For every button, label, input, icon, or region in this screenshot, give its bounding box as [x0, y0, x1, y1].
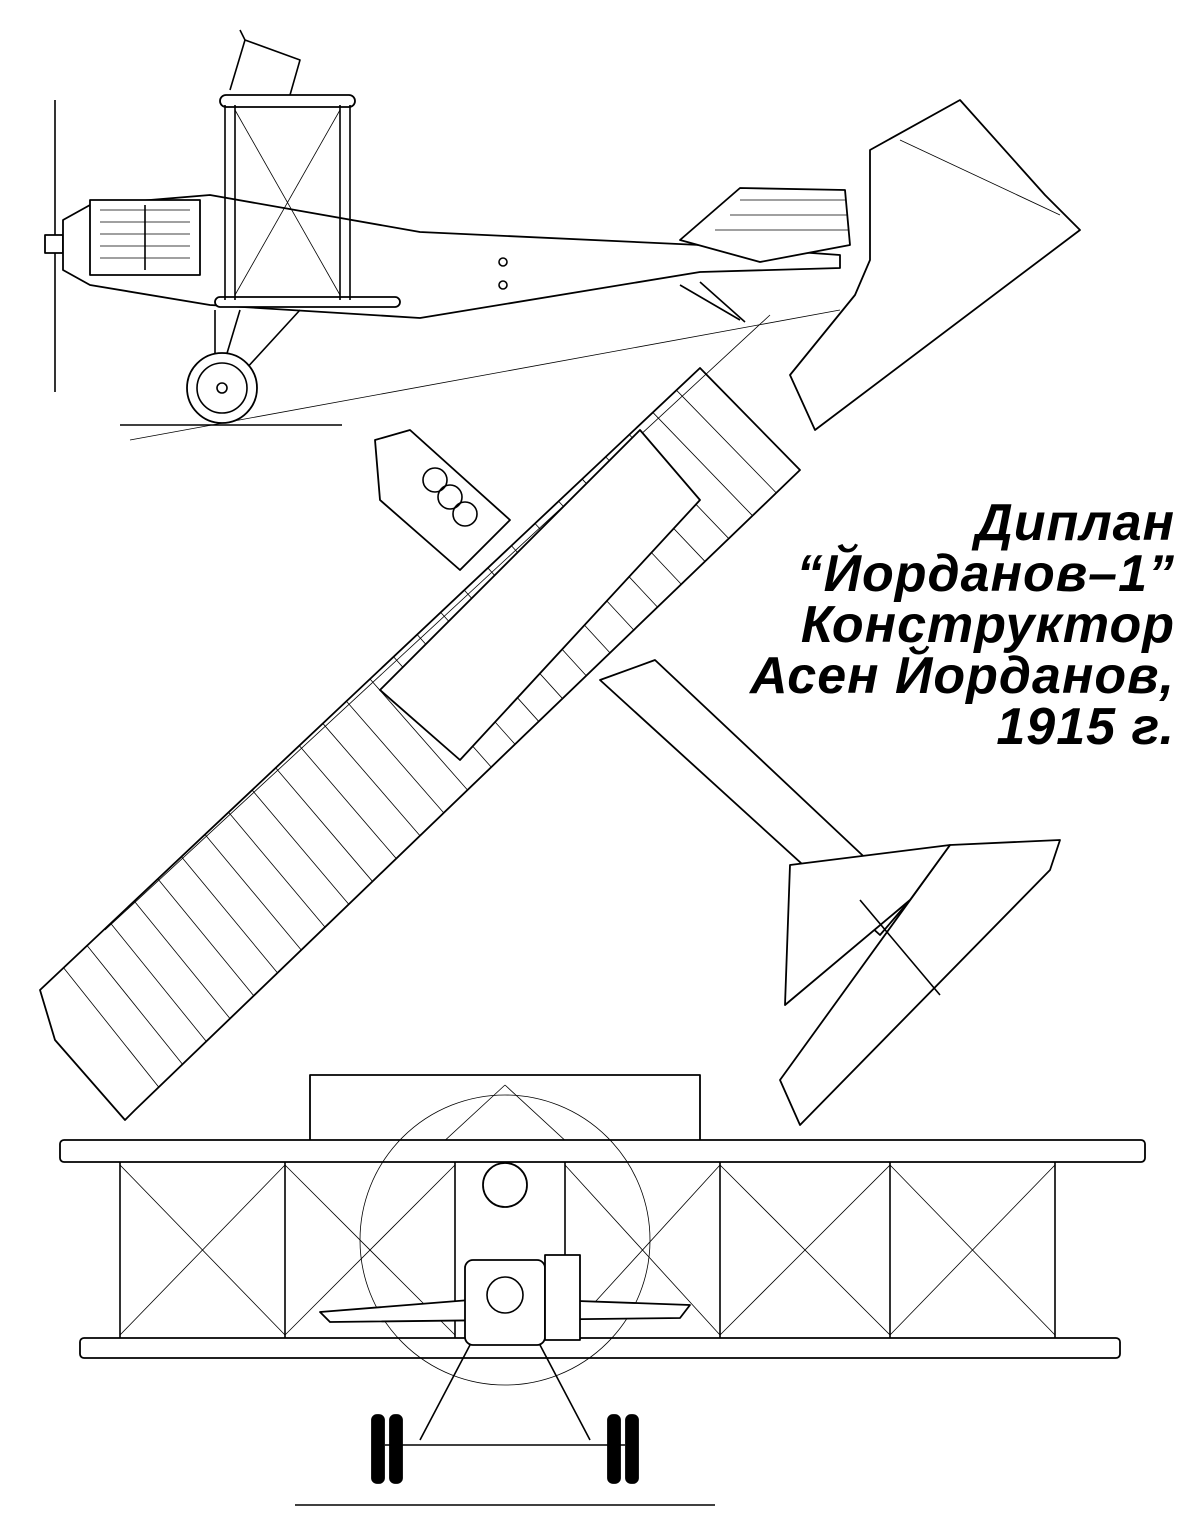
radiator-grille — [100, 205, 190, 270]
wing-rib — [251, 789, 350, 905]
plan-view — [39, 99, 1081, 1126]
wing-rib — [181, 856, 278, 974]
wing-rib — [346, 700, 445, 814]
caption-aircraft-name: “Йорданов–1” — [796, 545, 1175, 603]
wing-rib — [133, 900, 231, 1019]
wing-rib — [86, 945, 183, 1065]
caption-designer-name: Асен Йорданов, — [750, 647, 1175, 705]
bracing-wire — [284, 1164, 456, 1336]
bracing-wire — [719, 1164, 891, 1336]
wing-rib — [652, 412, 753, 516]
wing-rib — [63, 967, 160, 1088]
front-view — [59, 1074, 1146, 1506]
wing-rib — [322, 723, 421, 836]
wing-rib — [228, 812, 326, 928]
wing-rib — [369, 678, 468, 791]
caption-year: 1915 г. — [996, 698, 1175, 756]
wing-rib — [676, 389, 777, 494]
upper-wing-ribs — [899, 139, 1061, 216]
wing-rib — [275, 767, 373, 882]
caption-designer-label: Конструктор — [800, 596, 1175, 654]
bracing-wire — [889, 1164, 1056, 1336]
drawing-caption: Диплан “Йорданов–1” Конструктор Асен Йор… — [750, 494, 1175, 756]
wing-rib — [110, 923, 207, 1042]
bracing-wire — [119, 1164, 286, 1336]
side-view — [44, 29, 851, 441]
wing-rib — [204, 834, 302, 951]
wing-rib — [157, 878, 255, 996]
wing-rib — [298, 745, 397, 859]
caption-type: Диплан — [975, 494, 1175, 552]
